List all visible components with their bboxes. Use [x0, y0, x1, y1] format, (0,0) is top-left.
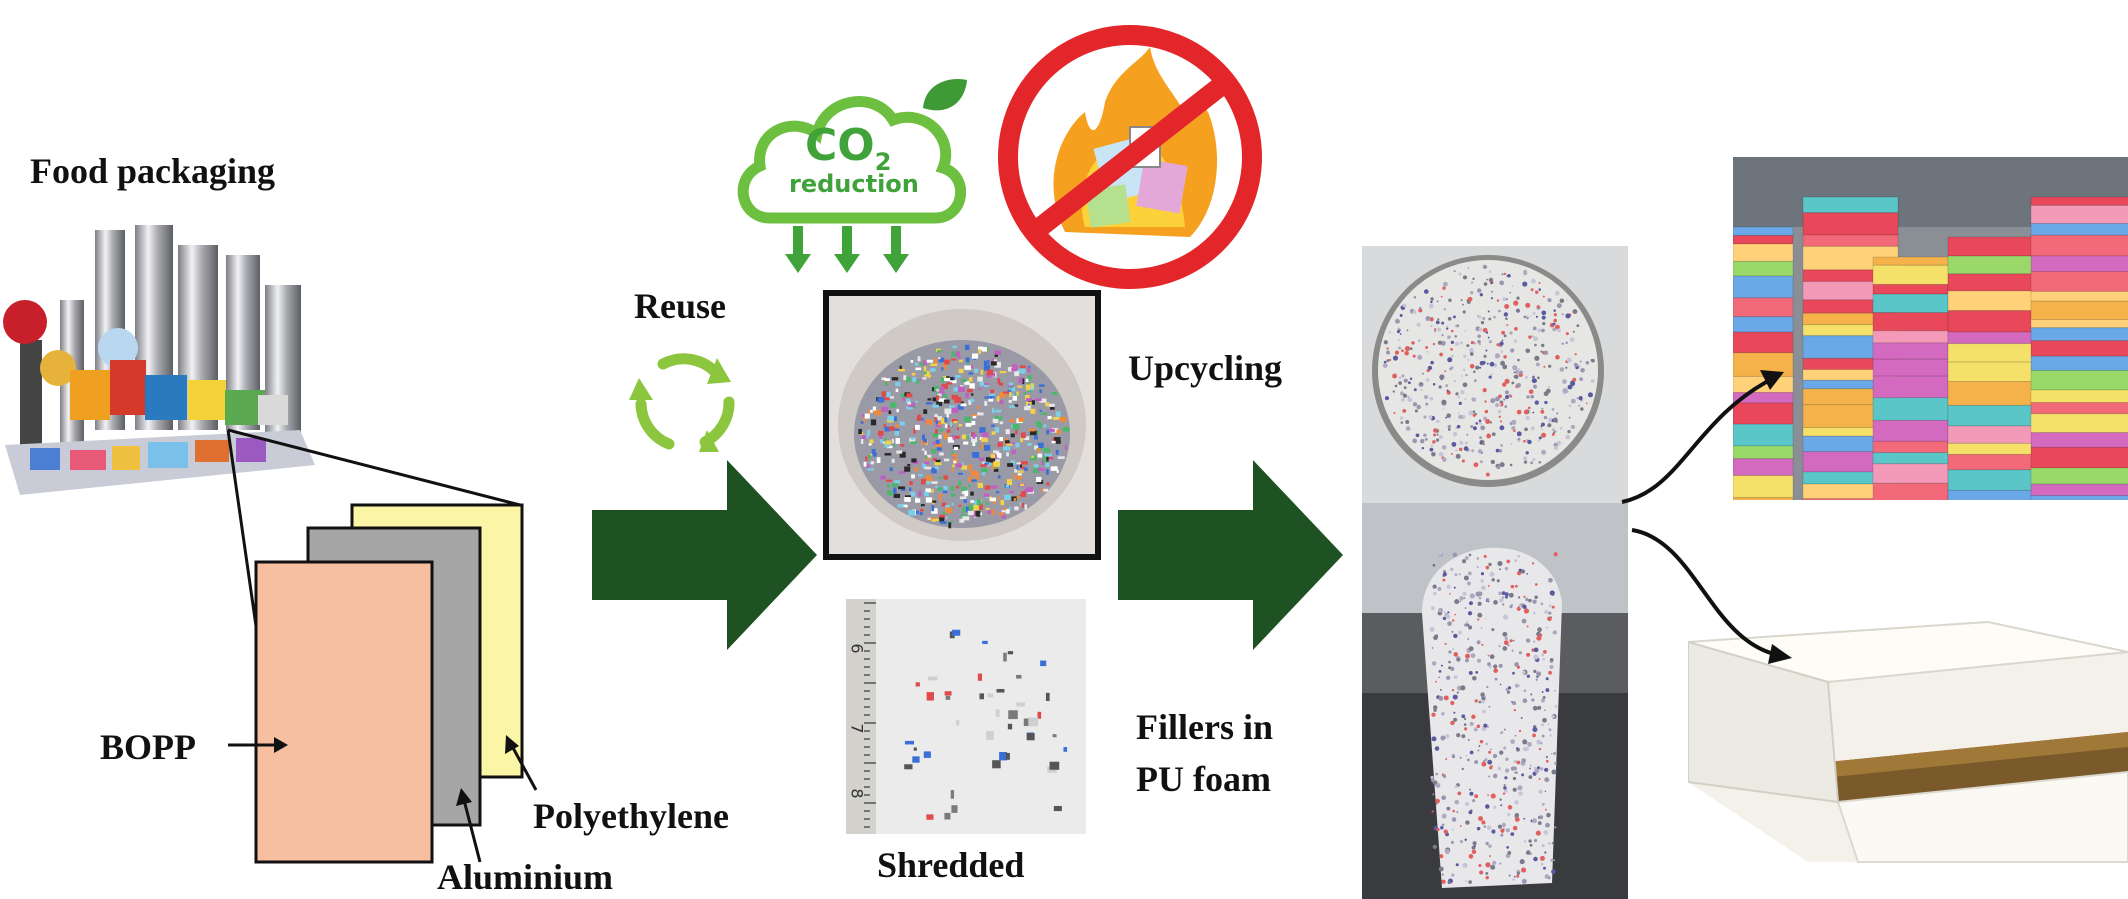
arrow-to-stacks: [1621, 378, 1771, 504]
connector-line-left: [226, 429, 260, 641]
bopp-label: BOPP: [100, 727, 196, 767]
arrow-to-mattress: [1631, 528, 1779, 657]
co2-cloud-icon: [737, 78, 967, 273]
process-arrow-2: [1118, 460, 1343, 650]
foam-stacks-photo: [1733, 157, 2128, 500]
ruler-tick-7: 7: [847, 723, 867, 734]
reuse-label: Reuse: [634, 286, 726, 326]
foam-disc-photo: [1362, 246, 1628, 503]
no-burning-sign-icon: [998, 25, 1262, 289]
plastic-flakes-photo: [823, 290, 1101, 560]
bopp-layer: [254, 560, 434, 864]
shredded-label: Shredded: [877, 845, 1025, 885]
polyethylene-label: Polyethylene: [533, 796, 729, 836]
connector-line-top: [227, 428, 521, 507]
polyethylene-arrow: [510, 745, 538, 791]
foam-cup-photo: [1362, 503, 1628, 899]
food-packaging-photo: [0, 210, 320, 500]
process-arrow-1: [592, 460, 817, 650]
upcycling-label: Upcycling: [1128, 348, 1283, 388]
aluminium-arrow: [462, 799, 482, 863]
fillers-label-line2: PU foam: [1136, 759, 1271, 799]
co2-reduction-text: reduction: [789, 170, 919, 198]
ruler-tick-8: 8: [847, 788, 867, 799]
co2-main: CO: [805, 120, 875, 171]
aluminium-label: Aluminium: [437, 857, 614, 897]
layer-diagram: [226, 428, 538, 864]
co2-subscript: 2: [874, 148, 892, 176]
fillers-label-line1: Fillers in: [1136, 707, 1273, 747]
food-packaging-label: Food packaging: [30, 151, 276, 191]
co2-text: CO2: [805, 120, 891, 176]
recycle-icon: [629, 353, 735, 452]
ruler-tick-6: 6: [847, 643, 867, 654]
curved-arrows: [1621, 370, 1792, 664]
shredded-photo: 6 7 8: [846, 599, 1086, 834]
mattress-photo: [1688, 612, 2128, 872]
